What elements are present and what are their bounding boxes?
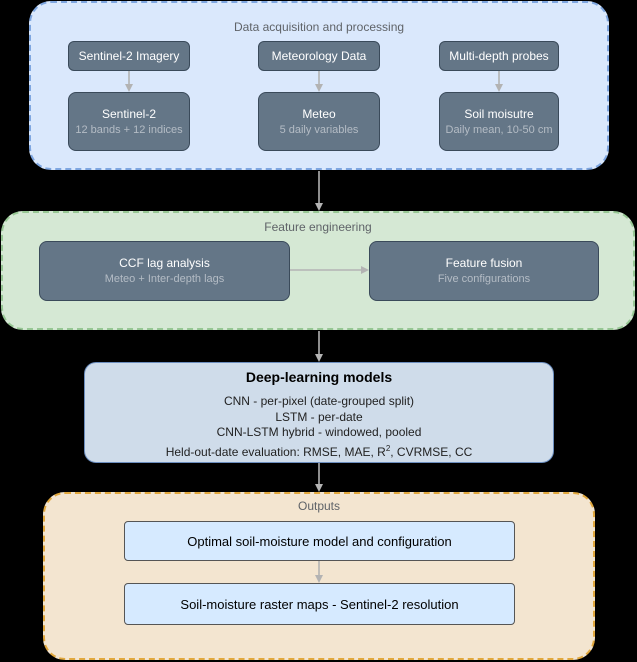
fusion-title: Feature fusion [445, 256, 523, 270]
dataset-soil-moisture-subtitle: Daily mean, 10-50 cm [445, 123, 553, 136]
dataset-sentinel2-subtitle: 12 bands + 12 indices [75, 123, 183, 136]
evaluation-line: Held-out-date evaluation: RMSE, MAE, R2,… [85, 441, 553, 461]
output-raster-maps[interactable]: Soil-moisture raster maps - Sentinel-2 r… [124, 583, 515, 625]
ccf-subtitle: Meteo + Inter-depth lags [104, 273, 225, 285]
fusion-subtitle: Five configurations [437, 273, 531, 285]
dataset-soil-moisture[interactable]: Soil moisutre Daily mean, 10-50 cm [439, 92, 559, 151]
acquisition-title: Data acquisition and processing [233, 20, 405, 34]
output-optimal-model[interactable]: Optimal soil-moisture model and configur… [124, 521, 515, 561]
source-multi-depth-probes[interactable]: Multi-depth probes [439, 41, 559, 71]
evaluation-prefix: Held-out-date evaluation: RMSE, MAE, R [165, 444, 386, 459]
model-lstm-line: LSTM - per-date [275, 409, 363, 424]
ccf-lag-analysis-box[interactable]: CCF lag analysis Meteo + Inter-depth lag… [39, 241, 290, 301]
dataset-soil-moisture-title: Soil moisutre [464, 106, 534, 121]
evaluation-suffix: , CVRMSE, CC [390, 444, 473, 459]
feature-fusion-box[interactable]: Feature fusion Five configurations [369, 241, 599, 301]
dataset-meteo-subtitle: 5 daily variables [279, 123, 359, 136]
outputs-title: Outputs [297, 499, 341, 513]
dataset-meteo-title: Meteo [302, 106, 336, 121]
dataset-meteo[interactable]: Meteo 5 daily variables [258, 92, 380, 151]
ccf-title: CCF lag analysis [119, 256, 210, 270]
dataset-sentinel2-title: Sentinel-2 [101, 106, 157, 121]
evaluation-superscript: 2 [385, 443, 391, 453]
deep-learning-models-box[interactable]: Deep-learning models CNN - per-pixel (da… [84, 362, 554, 463]
model-cnn-lstm-line: CNN-LSTM hybrid - windowed, pooled [216, 425, 422, 439]
models-title: Deep-learning models [245, 369, 393, 385]
source-meteorology-data[interactable]: Meteorology Data [258, 41, 380, 71]
model-cnn-line: CNN - per-pixel (date-grouped split) [223, 394, 415, 408]
source-sentinel2-imagery[interactable]: Sentinel-2 Imagery [68, 41, 190, 71]
dataset-sentinel2[interactable]: Sentinel-2 12 bands + 12 indices [68, 92, 190, 151]
feature-engineering-title: Feature engineering [264, 220, 372, 234]
